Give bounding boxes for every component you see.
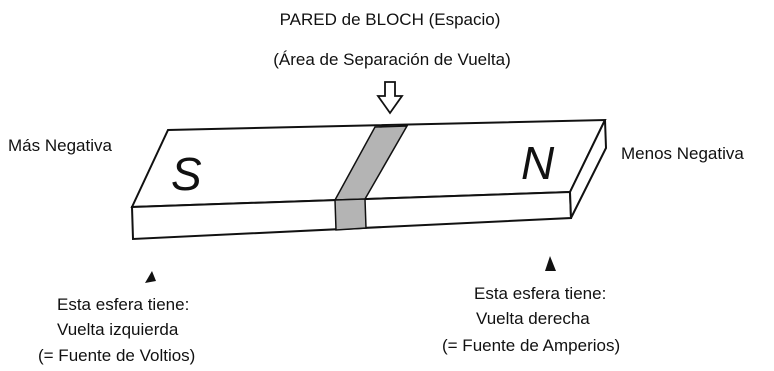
magnet-side-face xyxy=(568,119,608,219)
left-note-line1: Esta esfera tiene: xyxy=(57,295,190,314)
bloch-wall-front xyxy=(334,198,367,231)
pole-s-letter: S xyxy=(171,148,202,200)
pole-n-letter: N xyxy=(521,137,555,189)
left-note-line2: Vuelta izquierda xyxy=(57,320,179,339)
diagram-title-line2: (Área de Separación de Vuelta) xyxy=(273,50,511,69)
hollow-down-arrow-icon xyxy=(376,81,404,115)
right-note-line1: Esta esfera tiene: xyxy=(474,284,607,303)
right-marker-arrowhead-icon xyxy=(545,256,556,271)
diagram-title-line1: PARED de BLOCH (Espacio) xyxy=(279,10,501,29)
left-marker-arrowhead-icon xyxy=(145,271,156,283)
right-note-line3: (= Fuente de Amperios) xyxy=(442,336,621,355)
left-note-line3: (= Fuente de Voltios) xyxy=(38,346,196,365)
right-end-label: Menos Negativa xyxy=(621,144,744,163)
left-end-label: Más Negativa xyxy=(8,136,112,155)
right-note-line2: Vuelta derecha xyxy=(476,309,590,328)
